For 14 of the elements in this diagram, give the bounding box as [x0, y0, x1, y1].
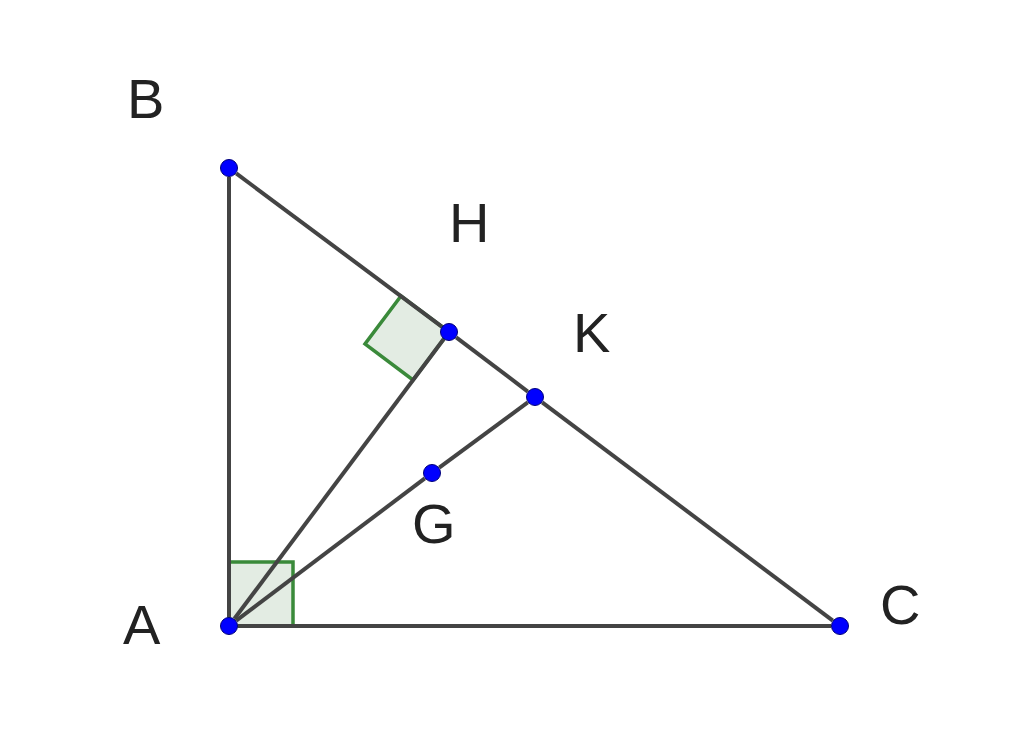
point-label: G — [412, 496, 456, 552]
line-segment — [227, 177, 231, 617]
point-label: A — [123, 597, 161, 653]
point-label: C — [880, 577, 921, 633]
line-segment — [541, 400, 834, 623]
point-label: K — [573, 305, 611, 361]
line-segment — [238, 624, 831, 628]
point-label: H — [449, 195, 490, 251]
line-segment — [454, 335, 530, 394]
point-label: B — [127, 71, 165, 127]
line-segment — [438, 400, 529, 470]
line-segment — [235, 476, 426, 623]
line-segment — [235, 171, 443, 329]
line-segment — [232, 338, 446, 620]
